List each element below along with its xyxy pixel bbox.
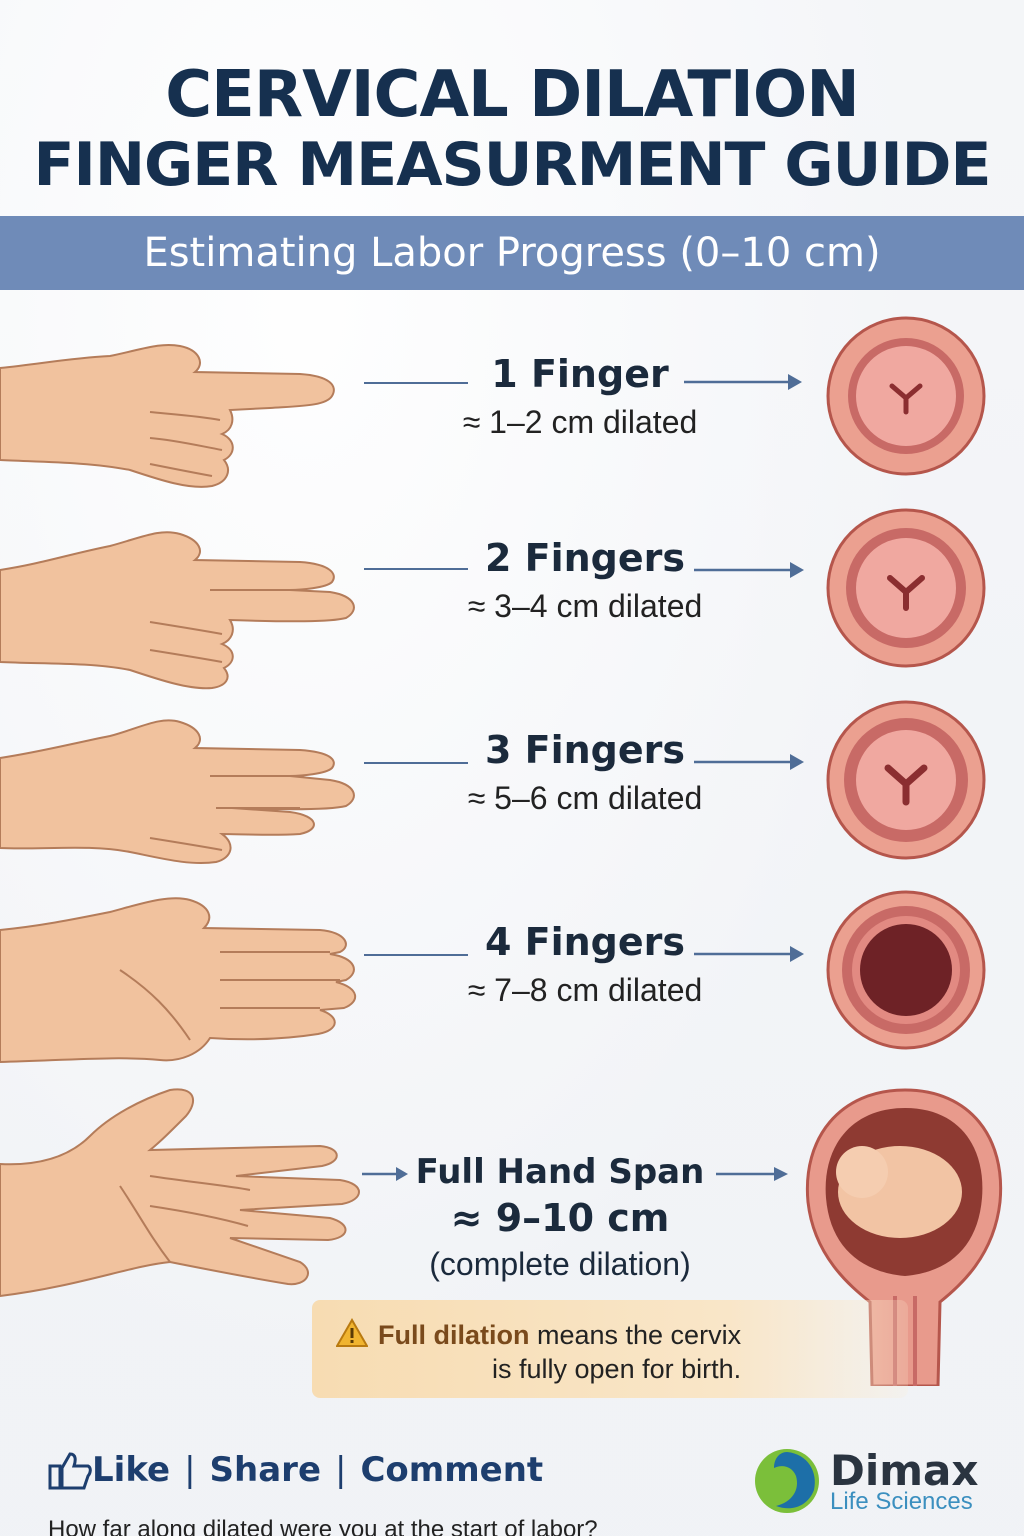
page-title-line2: FINGER MEASURMENT GUIDE [33,130,992,200]
separator: | [335,1450,347,1490]
share-button[interactable]: Share [209,1450,322,1490]
arrow-right-icon [694,562,804,578]
row-1-range: ≈ 1–2 cm dilated [462,404,698,440]
row-4-label: 4 Fingers [484,920,686,964]
brand-logo: Dimax Life Sciences [752,1446,1012,1516]
hand-2-fingers-icon [0,531,355,690]
row-3-text: 3 Fingers ≈ 5–6 cm dilated [440,728,730,817]
question-text: How far along dilated were you at the st… [48,1516,598,1536]
social-actions: Like | Share | Comment [48,1450,543,1490]
callout-line2: is fully open for birth. [492,1354,742,1384]
page-title-line1: CERVICAL DILATION [165,58,860,132]
row-2-text: 2 Fingers ≈ 3–4 cm dilated [440,536,730,625]
arrow-right-icon [684,374,802,390]
hand-4-fingers-icon [0,897,356,1064]
row-3-range: ≈ 5–6 cm dilated [467,780,703,816]
comment-button[interactable]: Comment [360,1450,544,1490]
final-text: Full Hand Span ≈ 9–10 cm (complete dilat… [400,1152,720,1283]
hand-3-fingers-icon [0,719,355,865]
cervix-7cm-icon [826,890,986,1050]
thumbs-up-icon [48,1452,92,1490]
cervix-1cm-icon [826,316,986,476]
row-3-label: 3 Fingers [484,728,686,772]
row-1-line [364,382,468,384]
arrow-right-icon [362,1167,408,1181]
subtitle-band: Estimating Labor Progress (0–10 cm) [0,216,1024,290]
row-3-line [364,762,468,764]
row-4-range: ≈ 7–8 cm dilated [467,972,703,1008]
warning-icon [336,1318,368,1347]
brand-name: Dimax [830,1446,979,1495]
separator: | [184,1450,196,1490]
final-label: Full Hand Span [415,1152,705,1192]
cervix-5cm-icon [826,700,986,860]
row-2-range: ≈ 3–4 cm dilated [467,588,703,624]
full-hand-span-icon [0,1088,360,1298]
like-button[interactable]: Like [92,1450,171,1490]
callout-line1: Full dilation means the cervix [336,1318,741,1351]
final-range: ≈ 9–10 cm [450,1196,670,1240]
arrow-right-icon [694,754,804,770]
brand-sub: Life Sciences [830,1488,973,1515]
arrow-right-icon [694,946,804,962]
arrow-right-icon [716,1167,788,1181]
row-2-line [364,568,468,570]
cervix-3cm-icon [826,508,986,668]
row-4-line [364,954,468,956]
row-2-label: 2 Fingers [484,536,686,580]
hand-1-finger-icon [0,343,335,488]
final-note: (complete dilation) [429,1246,691,1282]
subtitle: Estimating Labor Progress (0–10 cm) [143,230,881,276]
row-1-label: 1 Finger [491,352,669,396]
row-4-text: 4 Fingers ≈ 7–8 cm dilated [440,920,730,1009]
fetus-uterus-icon [805,1088,1003,1386]
callout-text1: means the cervix [529,1320,742,1350]
callout-bold: Full dilation [378,1320,530,1350]
dilation-callout: Full dilation means the cervix is fully … [312,1300,908,1398]
dimax-logo-icon [755,1449,819,1513]
row-1-text: 1 Finger ≈ 1–2 cm dilated [440,352,720,441]
